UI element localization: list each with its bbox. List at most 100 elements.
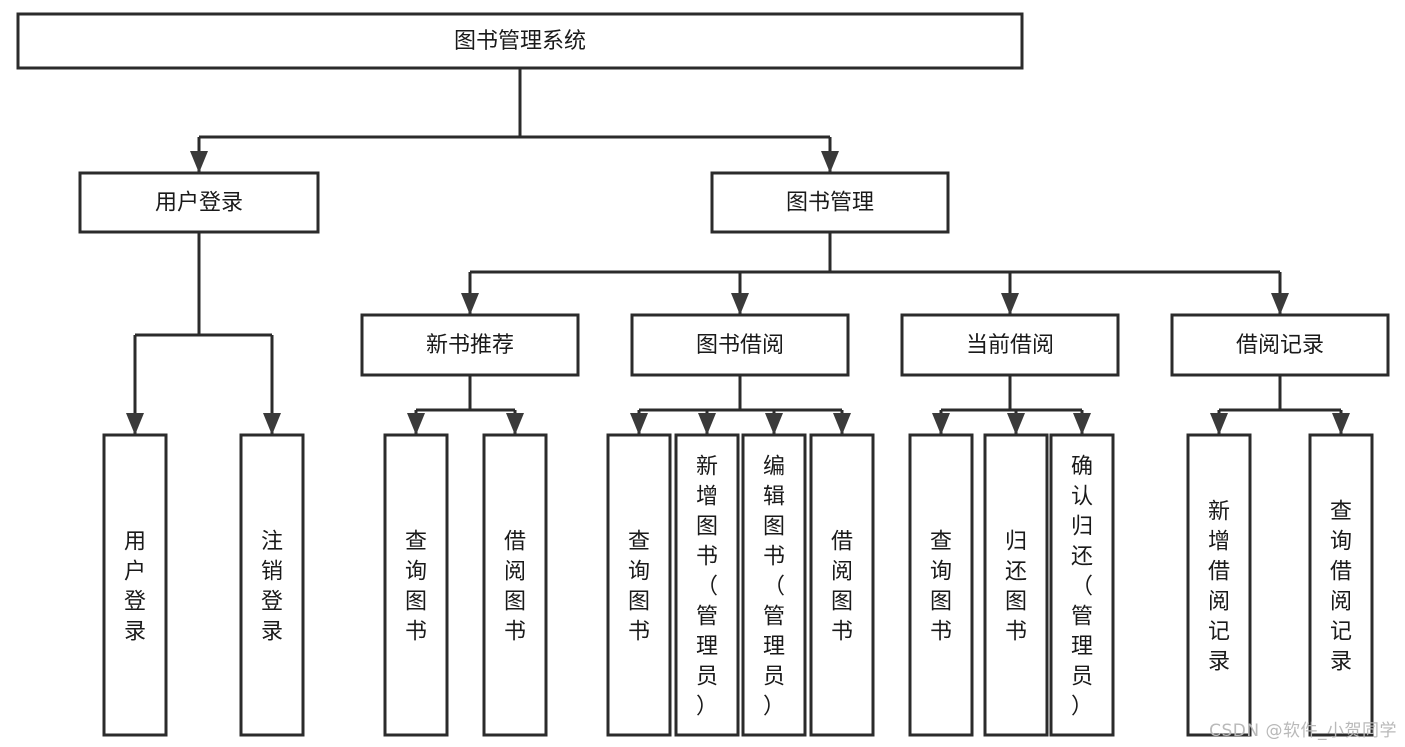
node-current-borrow[interactable]: 当前借阅 [900, 313, 1120, 377]
arrow-head-icon [731, 293, 749, 315]
svg-text:（: （ [1071, 574, 1093, 599]
svg-text:增: 增 [1208, 529, 1230, 554]
node-user-login[interactable]: 用户登录 [78, 171, 320, 234]
node-root[interactable]: 图书管理系统 [16, 12, 1024, 70]
svg-text:借: 借 [1330, 559, 1352, 584]
svg-text:户: 户 [124, 559, 146, 584]
svg-text:编: 编 [763, 454, 785, 479]
node-label: 用户登录 [124, 529, 146, 644]
node-label: 当前借阅 [966, 333, 1054, 358]
svg-text:归: 归 [1071, 514, 1093, 539]
arrow-head-icon [126, 413, 144, 435]
node-book-manage[interactable]: 图书管理 [710, 171, 950, 234]
svg-text:图: 图 [763, 514, 785, 539]
node-new-book-recommend[interactable]: 新书推荐 [360, 313, 580, 377]
svg-text:新: 新 [1208, 499, 1230, 524]
svg-text:录: 录 [124, 619, 146, 644]
svg-text:询: 询 [1330, 529, 1352, 554]
nodes-layer: 图书管理系统用户登录图书管理新书推荐图书借阅当前借阅借阅记录用户登录注销登录查询… [16, 12, 1390, 737]
svg-text:借: 借 [831, 529, 853, 554]
svg-text:图: 图 [628, 589, 650, 614]
svg-text:图: 图 [504, 589, 526, 614]
svg-text:书: 书 [504, 619, 526, 644]
svg-text:图: 图 [930, 589, 952, 614]
svg-text:）: ） [696, 694, 718, 719]
svg-text:录: 录 [1208, 649, 1230, 674]
svg-text:用: 用 [124, 529, 146, 554]
node-borrow-record[interactable]: 借阅记录 [1170, 313, 1390, 377]
svg-text:查: 查 [930, 529, 952, 554]
svg-text:书: 书 [930, 619, 952, 644]
node-leaf-user-login[interactable]: 用户登录 [102, 433, 168, 737]
svg-text:书: 书 [405, 619, 427, 644]
svg-text:员: 员 [1071, 664, 1093, 689]
connectors-layer [126, 68, 1350, 435]
svg-text:记: 记 [1208, 619, 1230, 644]
node-label: 图书管理 [786, 191, 874, 216]
arrow-head-icon [461, 293, 479, 315]
svg-text:确: 确 [1071, 454, 1093, 479]
arrow-head-icon [821, 151, 839, 173]
svg-text:认: 认 [1071, 484, 1093, 509]
svg-text:查: 查 [405, 529, 427, 554]
arrow-head-icon [1001, 293, 1019, 315]
svg-text:管: 管 [1071, 604, 1093, 629]
node-book-borrow[interactable]: 图书借阅 [630, 313, 850, 377]
svg-text:（: （ [696, 574, 718, 599]
svg-text:销: 销 [261, 559, 283, 584]
svg-text:员: 员 [763, 664, 785, 689]
arrow-head-icon [506, 413, 524, 435]
svg-text:记: 记 [1330, 619, 1352, 644]
svg-text:还: 还 [1005, 559, 1027, 584]
node-label: 新书推荐 [426, 333, 514, 358]
svg-text:（: （ [763, 574, 785, 599]
svg-text:图: 图 [831, 589, 853, 614]
svg-text:登: 登 [261, 589, 283, 614]
svg-text:理: 理 [763, 634, 785, 659]
svg-text:阅: 阅 [504, 559, 526, 584]
svg-text:借: 借 [1208, 559, 1230, 584]
arrow-head-icon [833, 413, 851, 435]
svg-text:图: 图 [696, 514, 718, 539]
svg-text:录: 录 [1330, 649, 1352, 674]
svg-text:理: 理 [1071, 634, 1093, 659]
svg-text:图: 图 [1005, 589, 1027, 614]
svg-text:新: 新 [696, 454, 718, 479]
svg-text:辑: 辑 [763, 484, 785, 509]
svg-text:图: 图 [405, 589, 427, 614]
svg-text:注: 注 [261, 529, 283, 554]
svg-text:书: 书 [628, 619, 650, 644]
arrow-head-icon [1073, 413, 1091, 435]
svg-text:查: 查 [1330, 499, 1352, 524]
svg-text:查: 查 [628, 529, 650, 554]
svg-text:询: 询 [405, 559, 427, 584]
svg-text:）: ） [1071, 694, 1093, 719]
arrow-head-icon [1007, 413, 1025, 435]
node-label: 用户登录 [155, 191, 243, 216]
svg-text:询: 询 [930, 559, 952, 584]
svg-text:登: 登 [124, 589, 146, 614]
